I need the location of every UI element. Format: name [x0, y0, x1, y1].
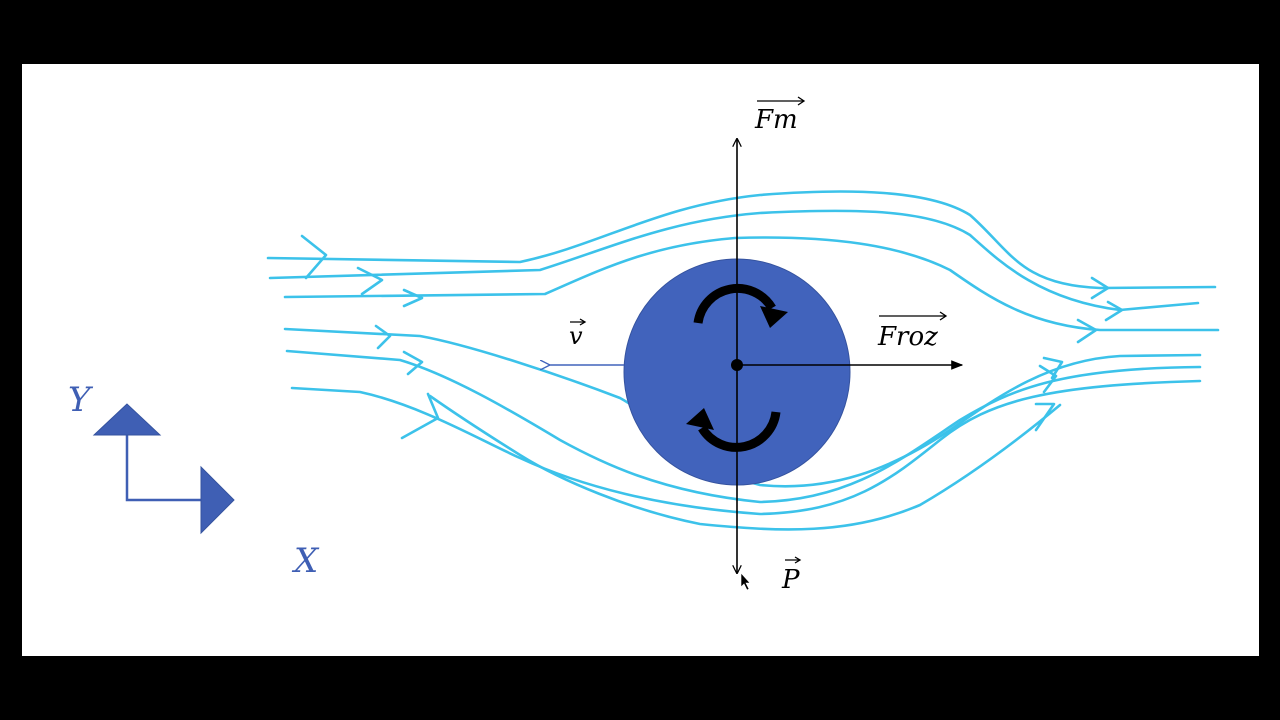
mouse-pointer-icon [740, 572, 751, 591]
axis-y-label: Y [68, 380, 94, 420]
flow-arrowhead [402, 350, 424, 376]
froz-overline [879, 311, 948, 321]
streamlines [266, 190, 1220, 531]
axes-lines [125, 435, 205, 502]
drag-force-label: Froz [877, 322, 938, 352]
weight-label: P [781, 565, 800, 595]
curved-arrow-top-icon [693, 283, 776, 324]
streamline-5 [285, 349, 1202, 504]
streamline-2 [268, 209, 1200, 312]
x-axis-arrow-icon [200, 465, 235, 535]
cylinder-center [731, 359, 743, 371]
rotation-arrowhead-bottom [686, 408, 714, 430]
flow-arrowhead [1034, 402, 1056, 432]
flow-arrowhead [300, 234, 328, 280]
curved-arrow-bottom-icon [698, 411, 781, 452]
rotation-arrowhead-top [760, 306, 788, 328]
axes-indicator: Y X [68, 380, 320, 581]
streamline-4 [283, 327, 1202, 488]
rotation-arrows [693, 283, 781, 452]
flow-arrowhead [1104, 300, 1124, 322]
flow-arrowhead [1038, 364, 1058, 394]
axis-x-label: X [291, 541, 320, 581]
flow-arrowhead [356, 266, 384, 296]
flow-arrowhead [1076, 318, 1098, 344]
streamline-1 [266, 190, 1217, 290]
y-axis-arrow-icon [92, 403, 162, 436]
streamline-6 [290, 379, 1202, 516]
v-vector-arrow [570, 318, 587, 326]
flow-arrowhead [1042, 356, 1064, 380]
p-vector-arrow [785, 556, 802, 564]
velocity-label: v [569, 322, 583, 350]
streamline-7 [428, 394, 1062, 531]
flow-arrowhead [402, 288, 424, 308]
streamline-3 [283, 236, 1220, 332]
vector-label-decorations [570, 96, 948, 564]
flow-arrowhead [374, 324, 392, 350]
streamline-arrowheads [300, 234, 1124, 440]
flow-arrowhead [400, 392, 440, 440]
flow-arrowhead [1090, 276, 1110, 300]
magnus-force-label: Fm [754, 105, 798, 135]
fm-overline [757, 96, 806, 106]
